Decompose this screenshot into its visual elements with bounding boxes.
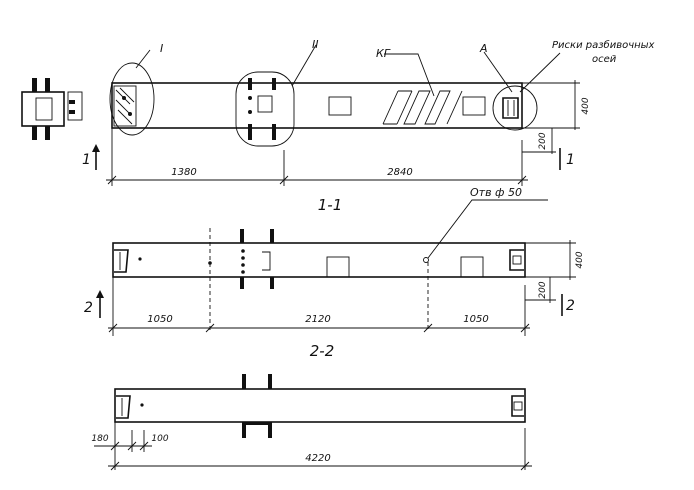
svg-text:1: 1: [82, 152, 91, 168]
detail-1-ellipse: [109, 62, 155, 136]
hole-50: [423, 257, 429, 263]
beam-top: [111, 82, 523, 129]
svg-text:1: 1: [566, 152, 575, 168]
callout-a-circle: [492, 85, 538, 131]
section-mark-2-right: 2: [561, 294, 575, 316]
end-cross-section: [21, 78, 83, 140]
top-dim-1380: 1380: [171, 167, 196, 178]
top-dim-2840: 2840: [387, 167, 412, 178]
detail-1-hatch: [113, 85, 137, 127]
detail-2-inserts: [248, 78, 276, 140]
section-mark-1-right: 1: [559, 148, 575, 170]
opening-2: [462, 96, 486, 116]
mid-dim-1050-right: 1050: [463, 314, 488, 325]
svg-text:2: 2: [84, 300, 93, 316]
mid-dim-2120: 2120: [305, 314, 330, 325]
section-mark-1-left: 1: [82, 144, 100, 170]
svg-text:2: 2: [566, 298, 575, 314]
beam-bottom: [114, 388, 526, 423]
top-dim-400: 400: [581, 97, 591, 114]
callout-kg: КГ: [376, 47, 391, 60]
hole-note: Отв ф 50: [470, 186, 522, 199]
mid-dim-1050-left: 1050: [147, 314, 172, 325]
callout-marks-line1: Риски разбивочных: [552, 39, 655, 51]
top-dim-200: 200: [538, 132, 548, 149]
callout-marks-line2: осей: [592, 54, 617, 65]
detail-2-frame: [235, 71, 295, 147]
callout-detail-2: II: [312, 38, 319, 51]
mid-opening-2: [460, 256, 484, 278]
mid-dim-200: 200: [538, 281, 548, 298]
opening-1: [328, 96, 352, 116]
section-title-1-1: 1-1: [318, 196, 343, 214]
bottom-dim-100: 100: [151, 434, 168, 444]
section-title-2-2: 2-2: [310, 342, 335, 360]
bottom-dim-4220: 4220: [305, 453, 330, 464]
mid-dim-400: 400: [575, 251, 585, 268]
callout-a: A: [479, 42, 488, 55]
mid-opening-1: [326, 256, 350, 278]
top-view: I II КГ A Риски разбивочных осей 400 200…: [21, 38, 655, 214]
bottom-view: 180 100 4220: [91, 374, 532, 471]
kg-hatch: [382, 90, 463, 125]
bottom-dim-180: 180: [91, 434, 108, 444]
beam-middle: [112, 242, 526, 278]
section-mark-2-left: 2: [84, 290, 104, 318]
callout-detail-1: I: [160, 42, 163, 55]
middle-view: Отв ф 50 400 200 1050 2120 1050 2 2 2-2: [84, 186, 585, 360]
